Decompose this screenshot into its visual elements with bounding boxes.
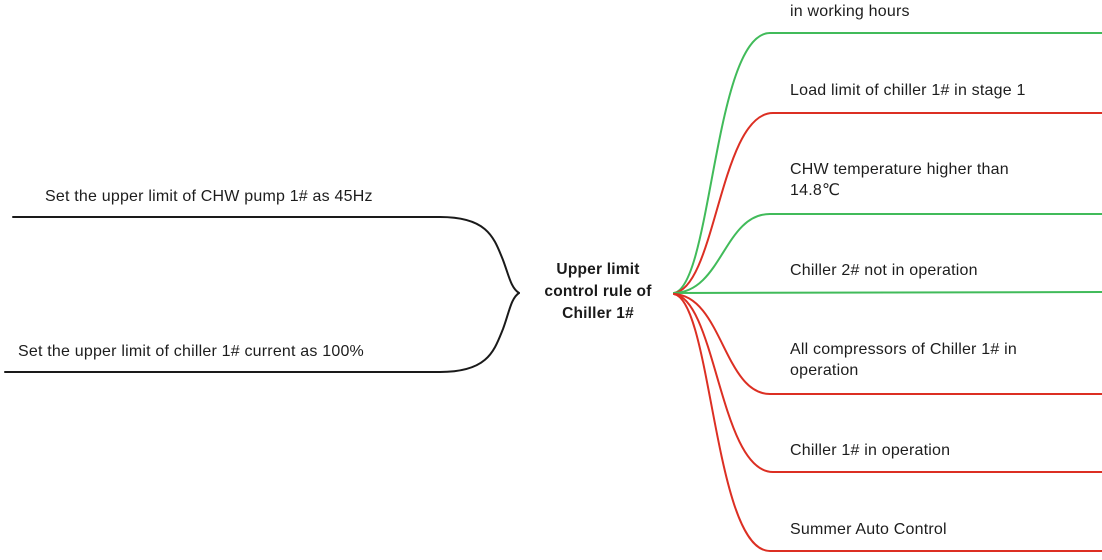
right-node-summer-auto-control[interactable]: Summer Auto Control <box>790 521 947 538</box>
right-node-load-limit-stage1[interactable]: Load limit of chiller 1# in stage 1 <box>790 82 1026 99</box>
branch-line-chiller2-not-operating <box>673 291 1102 294</box>
right-node-chiller1-operating[interactable]: Chiller 1# in operation <box>790 442 951 459</box>
center-node-upper-limit-rule[interactable]: Upper limit control rule of Chiller 1# <box>544 261 652 322</box>
branch-line-summer-auto-control <box>673 293 1102 552</box>
right-node-chiller2-not-operating[interactable]: Chiller 2# not in operation <box>790 262 978 279</box>
right-node-chw-temperature[interactable]: CHW temperature higher than 14.8℃ <box>790 161 1009 199</box>
left-node-chw-pump-45hz[interactable]: Set the upper limit of CHW pump 1# as 45… <box>45 188 373 205</box>
right-node-working-hours[interactable]: in working hours <box>790 3 910 20</box>
left-node-chiller-current-100[interactable]: Set the upper limit of chiller 1# curren… <box>18 343 364 360</box>
right-node-all-compressors[interactable]: All compressors of Chiller 1# in operati… <box>790 341 1017 379</box>
branch-line-chw-temperature <box>673 213 1102 294</box>
branch-line-left-pump <box>12 216 520 294</box>
